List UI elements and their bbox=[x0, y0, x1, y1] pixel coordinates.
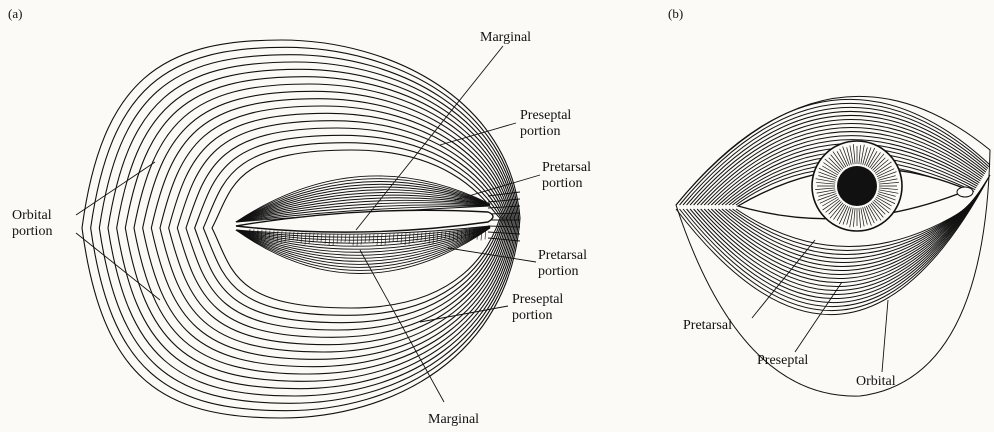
label-marginal-bottom: Marginal bbox=[428, 412, 479, 428]
label-preseptal-top: Preseptal portion bbox=[520, 108, 571, 140]
label-pretarsal-b: Pretarsal bbox=[683, 318, 732, 334]
label-pretarsal-top: Pretarsal portion bbox=[542, 160, 591, 192]
label-pretarsal-bottom: Pretarsal portion bbox=[538, 248, 587, 280]
pupil-b bbox=[837, 166, 877, 206]
label-orbital-b: Orbital bbox=[856, 374, 896, 390]
label-preseptal-b: Preseptal bbox=[757, 353, 808, 369]
eye-globe-b bbox=[738, 141, 973, 231]
leader-orbital-b bbox=[882, 300, 888, 372]
label-marginal-top: Marginal bbox=[480, 30, 531, 46]
panel-b-id: (b) bbox=[668, 6, 683, 22]
leader-preseptal-b bbox=[795, 282, 842, 352]
label-orbital-portion-a: Orbital portion bbox=[12, 208, 52, 240]
panel-a-id: (a) bbox=[8, 6, 22, 22]
label-preseptal-bottom: Preseptal portion bbox=[512, 292, 563, 324]
